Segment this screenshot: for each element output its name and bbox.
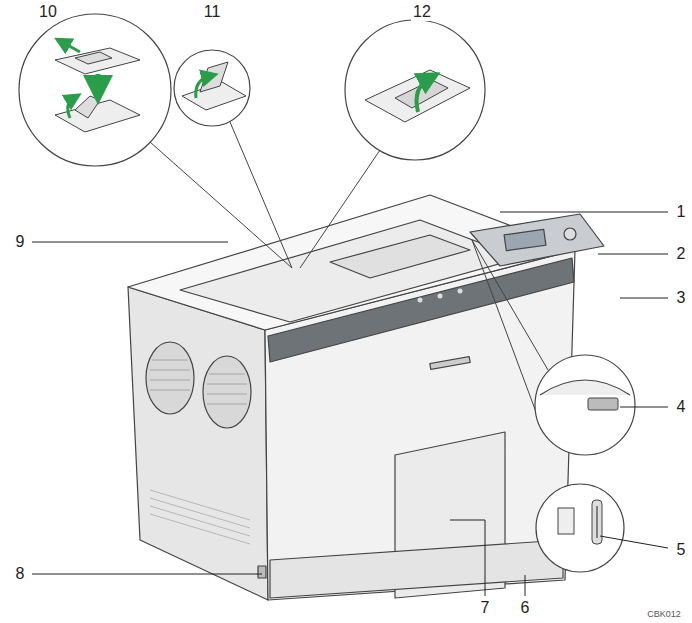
callout-number: 2 bbox=[675, 245, 688, 263]
callout-number: 8 bbox=[14, 565, 27, 583]
callout-number: 12 bbox=[411, 3, 433, 21]
figure-code: CBK012 bbox=[645, 609, 683, 620]
callout-number: 3 bbox=[675, 289, 688, 307]
callout-number: 11 bbox=[202, 3, 223, 21]
callout-number: 7 bbox=[479, 599, 492, 617]
callout-number: 10 bbox=[37, 3, 59, 21]
callout-number: 4 bbox=[675, 398, 688, 416]
callout-number: 1 bbox=[675, 203, 688, 221]
callout-number: 6 bbox=[519, 599, 532, 617]
callout-number: 5 bbox=[675, 541, 688, 559]
callout-number: 9 bbox=[14, 233, 27, 251]
